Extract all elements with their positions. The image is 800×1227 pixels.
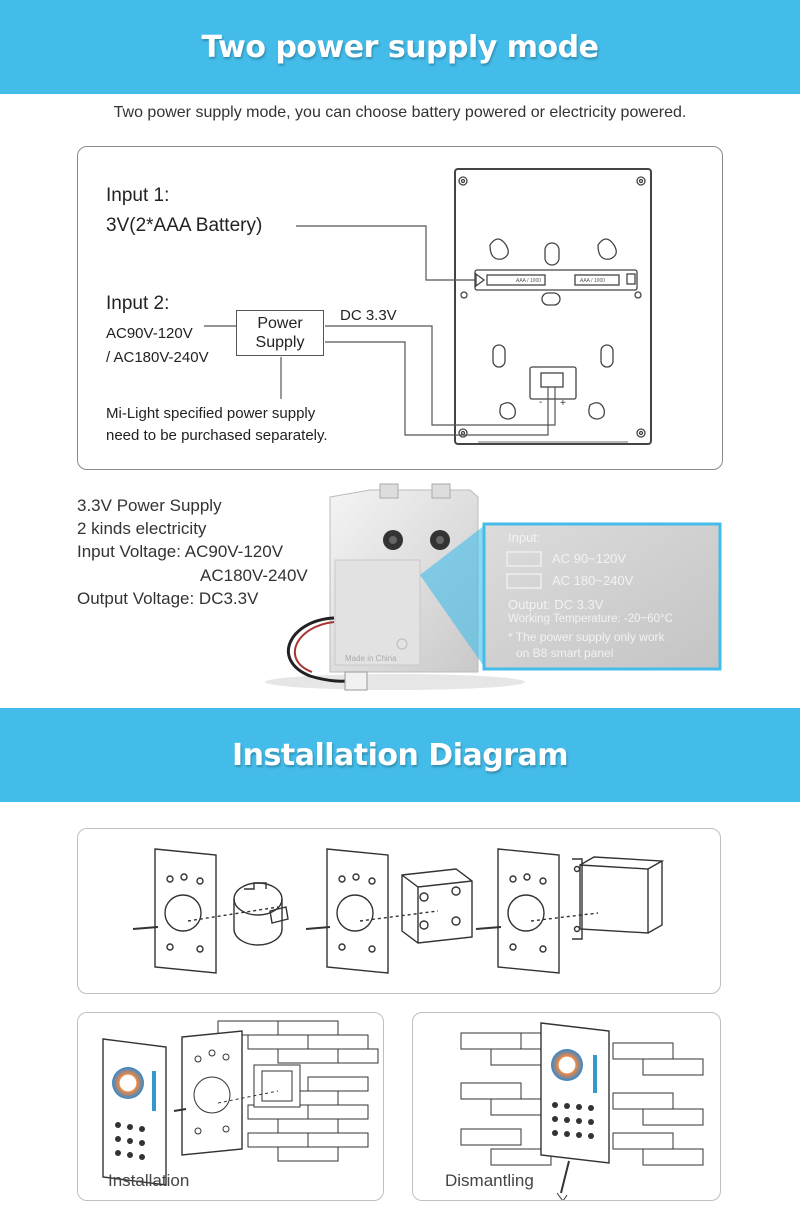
input1-heading: Input 1: (106, 185, 170, 206)
section-banner-power-supply: Two power supply mode (0, 0, 800, 94)
zoom-ac2: AC 180~240V (552, 573, 634, 588)
battery-slot-left-label: AAA / 1000 (516, 278, 541, 284)
spec-line1: 3.3V Power Supply (77, 496, 222, 515)
spec-line4: AC180V-240V (200, 566, 308, 585)
made-in-label: Made in China (345, 654, 397, 663)
ac-voltage-line2: / AC180V-240V (106, 349, 209, 366)
installation-panel: Installation (77, 1012, 384, 1201)
power-supply-box-line2: Supply (255, 334, 305, 351)
zoom-note1: * The power supply only work (508, 630, 665, 644)
wiring-diagram-graphic: AAA / 1000 AAA / 1000 - + (204, 168, 652, 445)
power-supply-box-line1: Power (257, 315, 303, 332)
terminal-plus-label: + (560, 398, 566, 409)
ac-voltage-line1: AC90V-120V (106, 325, 193, 342)
installation-graphic (102, 1020, 379, 1186)
section-subtitle: Two power supply mode, you can choose ba… (113, 104, 687, 121)
wiring-diagram-panel: AAA / 1000 AAA / 1000 - + Input 1: 3V(2*… (77, 146, 723, 470)
zoom-input-label: Input: (508, 530, 541, 545)
mounting-options-graphic (132, 848, 665, 974)
back-plate (454, 168, 652, 445)
power-supply-box: Power Supply (236, 310, 324, 356)
spec-line2: 2 kinds electricity (77, 519, 207, 538)
note-line1: Mi-Light specified power supply (106, 405, 316, 422)
mounting-options-panel (77, 828, 721, 994)
zoom-output: Output: DC 3.3V (508, 597, 604, 612)
zoom-temperature: Working Temperature: -20~60°C (508, 613, 673, 625)
spec-line3: Input Voltage: AC90V-120V (77, 542, 284, 561)
zoom-note2: on B8 smart panel (516, 646, 614, 660)
installation-caption: Installation (108, 1171, 190, 1190)
dc-voltage-label: DC 3.3V (340, 307, 397, 324)
color-wheel-icon (551, 1049, 583, 1081)
section-banner-installation: Installation Diagram (0, 708, 800, 802)
section-title: Two power supply mode (201, 29, 599, 65)
input2-heading: Input 2: (106, 293, 170, 314)
dismantling-panel: Dismantling (412, 1012, 721, 1201)
zoom-ac1: AC 90~120V (552, 551, 627, 566)
terminal-minus-label: - (539, 397, 542, 408)
dismantling-graphic (460, 1022, 704, 1200)
color-wheel-icon (112, 1067, 144, 1099)
spec-line5: Output Voltage: DC3.3V (77, 589, 259, 608)
battery-wire (296, 225, 475, 281)
dismantling-caption: Dismantling (445, 1171, 534, 1190)
section-title-installation: Installation Diagram (231, 737, 569, 773)
input1-detail: 3V(2*AAA Battery) (106, 215, 263, 236)
note-line2: need to be purchased separately. (106, 427, 328, 444)
battery-slot-right-label: AAA / 1000 (580, 278, 605, 284)
